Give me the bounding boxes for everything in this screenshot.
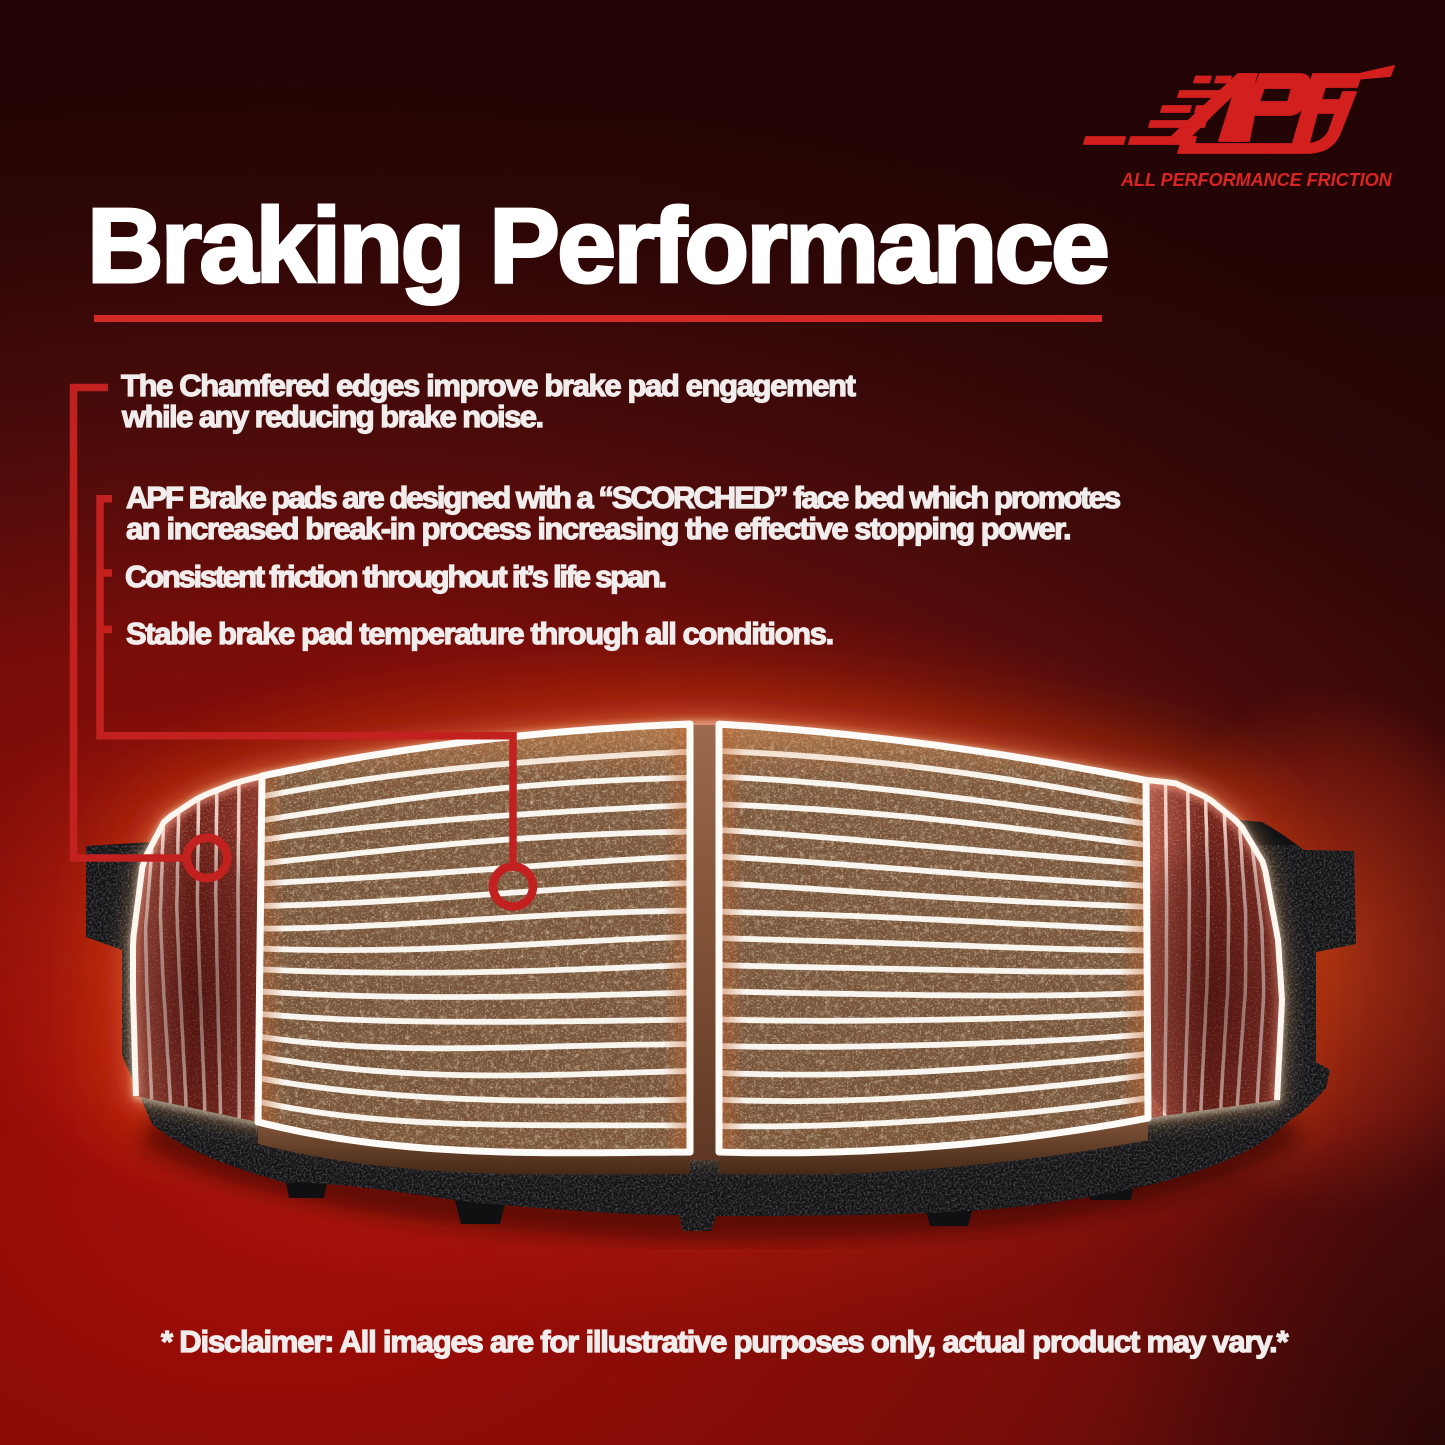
svg-text:ALL PERFORMANCE FRICTION: ALL PERFORMANCE FRICTION: [1120, 170, 1393, 190]
